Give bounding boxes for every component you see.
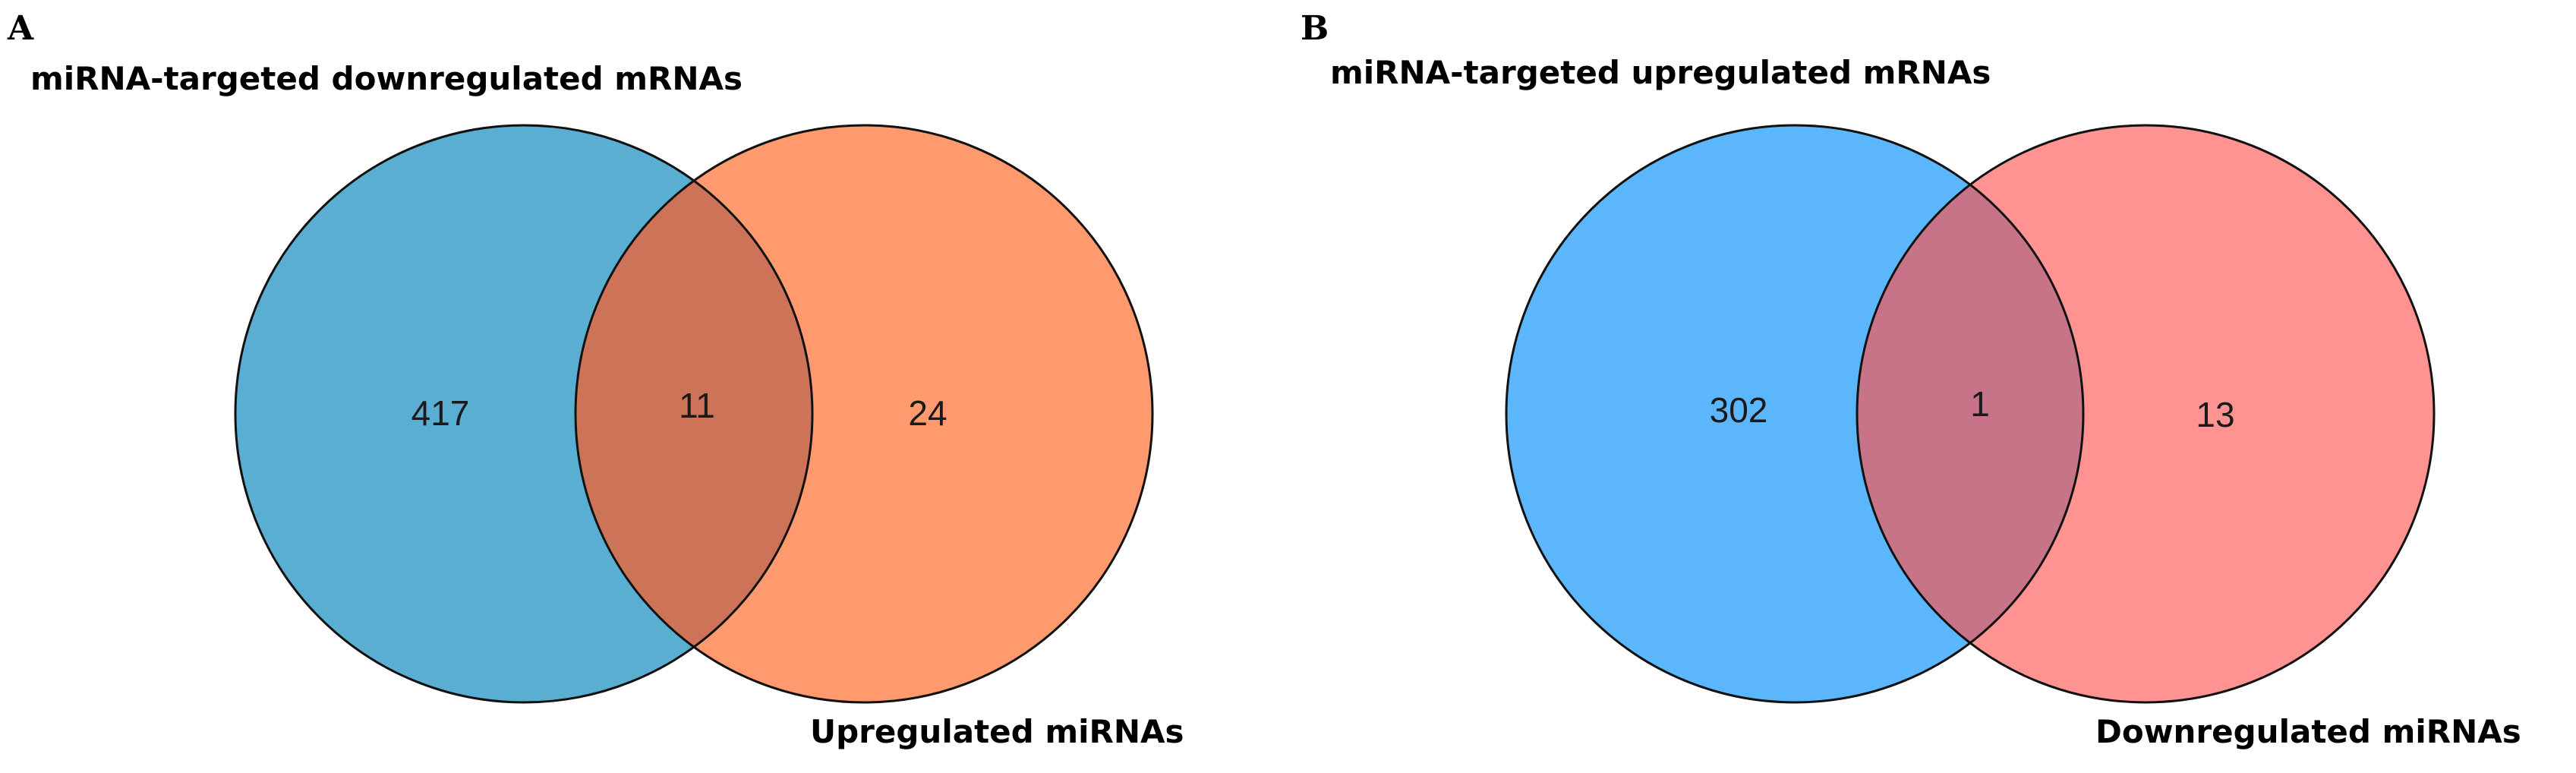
panel-b-left-outline [1505, 124, 2085, 704]
panel-b-letter: B [1301, 9, 1329, 48]
panel-b: B miRNA-targeted upregulated mRNAs 302 1… [1301, 9, 2521, 750]
panel-a-overlap-region [575, 125, 812, 702]
panel-a-overlap-count: 11 [679, 386, 715, 425]
panel-a-letter: A [7, 9, 34, 48]
panel-a: A miRNA-targeted downregulated mRNAs 417… [7, 9, 1184, 750]
panel-a-left-outline [234, 124, 814, 704]
panel-b-overlap-count: 1 [1970, 384, 1990, 424]
panel-b-right-set-title: Downregulated miRNAs [2095, 713, 2521, 750]
panel-b-overlap-region [1857, 125, 2083, 702]
panel-b-right-count: 13 [2196, 395, 2234, 434]
panel-a-right-count: 24 [908, 393, 947, 433]
panel-b-left-set-title: miRNA-targeted upregulated mRNAs [1330, 54, 1991, 91]
panel-b-right-outline [1856, 124, 2436, 704]
panel-b-left-count: 302 [1710, 390, 1768, 430]
panel-a-right-outline [574, 124, 1154, 704]
panel-a-left-count: 417 [411, 393, 470, 433]
panel-a-left-set-title: miRNA-targeted downregulated mRNAs [30, 60, 743, 97]
panel-a-right-set-title: Upregulated miRNAs [810, 713, 1184, 750]
